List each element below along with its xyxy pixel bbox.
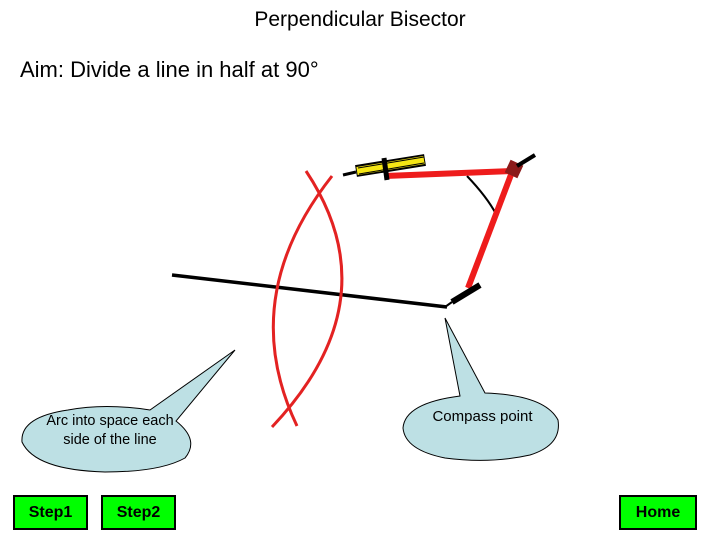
- compass-handle: [515, 153, 537, 168]
- pencil-clamp: [381, 157, 390, 181]
- compass-callout-bubble: [402, 317, 559, 461]
- left-arc: [271, 175, 334, 427]
- aim-text: Aim: Divide a line in half at 90°: [20, 57, 319, 82]
- pencil-body-fill: [356, 156, 425, 175]
- pencil-stripe-2: [358, 162, 425, 175]
- pencil-tip: [342, 170, 357, 177]
- page-title: Perpendicular Bisector: [254, 8, 466, 31]
- right-arc: [270, 170, 344, 429]
- compass-point-tip: [444, 301, 453, 308]
- compass-point-body: [450, 282, 482, 305]
- compass-side-arm: [465, 170, 515, 290]
- step2-button[interactable]: Step2: [101, 495, 176, 530]
- compass-top-arm: [384, 168, 513, 179]
- compass-hinge-arc: [466, 175, 497, 215]
- base-line: [171, 273, 448, 309]
- pencil-stripe-1: [357, 156, 425, 169]
- arc-callout-bubble: [21, 349, 236, 473]
- arc-callout-text: Arc into space each side of the line: [46, 413, 174, 448]
- home-button[interactable]: Home: [619, 495, 697, 530]
- compass-callout-text: Compass point: [432, 408, 533, 425]
- step1-button[interactable]: Step1: [13, 495, 88, 530]
